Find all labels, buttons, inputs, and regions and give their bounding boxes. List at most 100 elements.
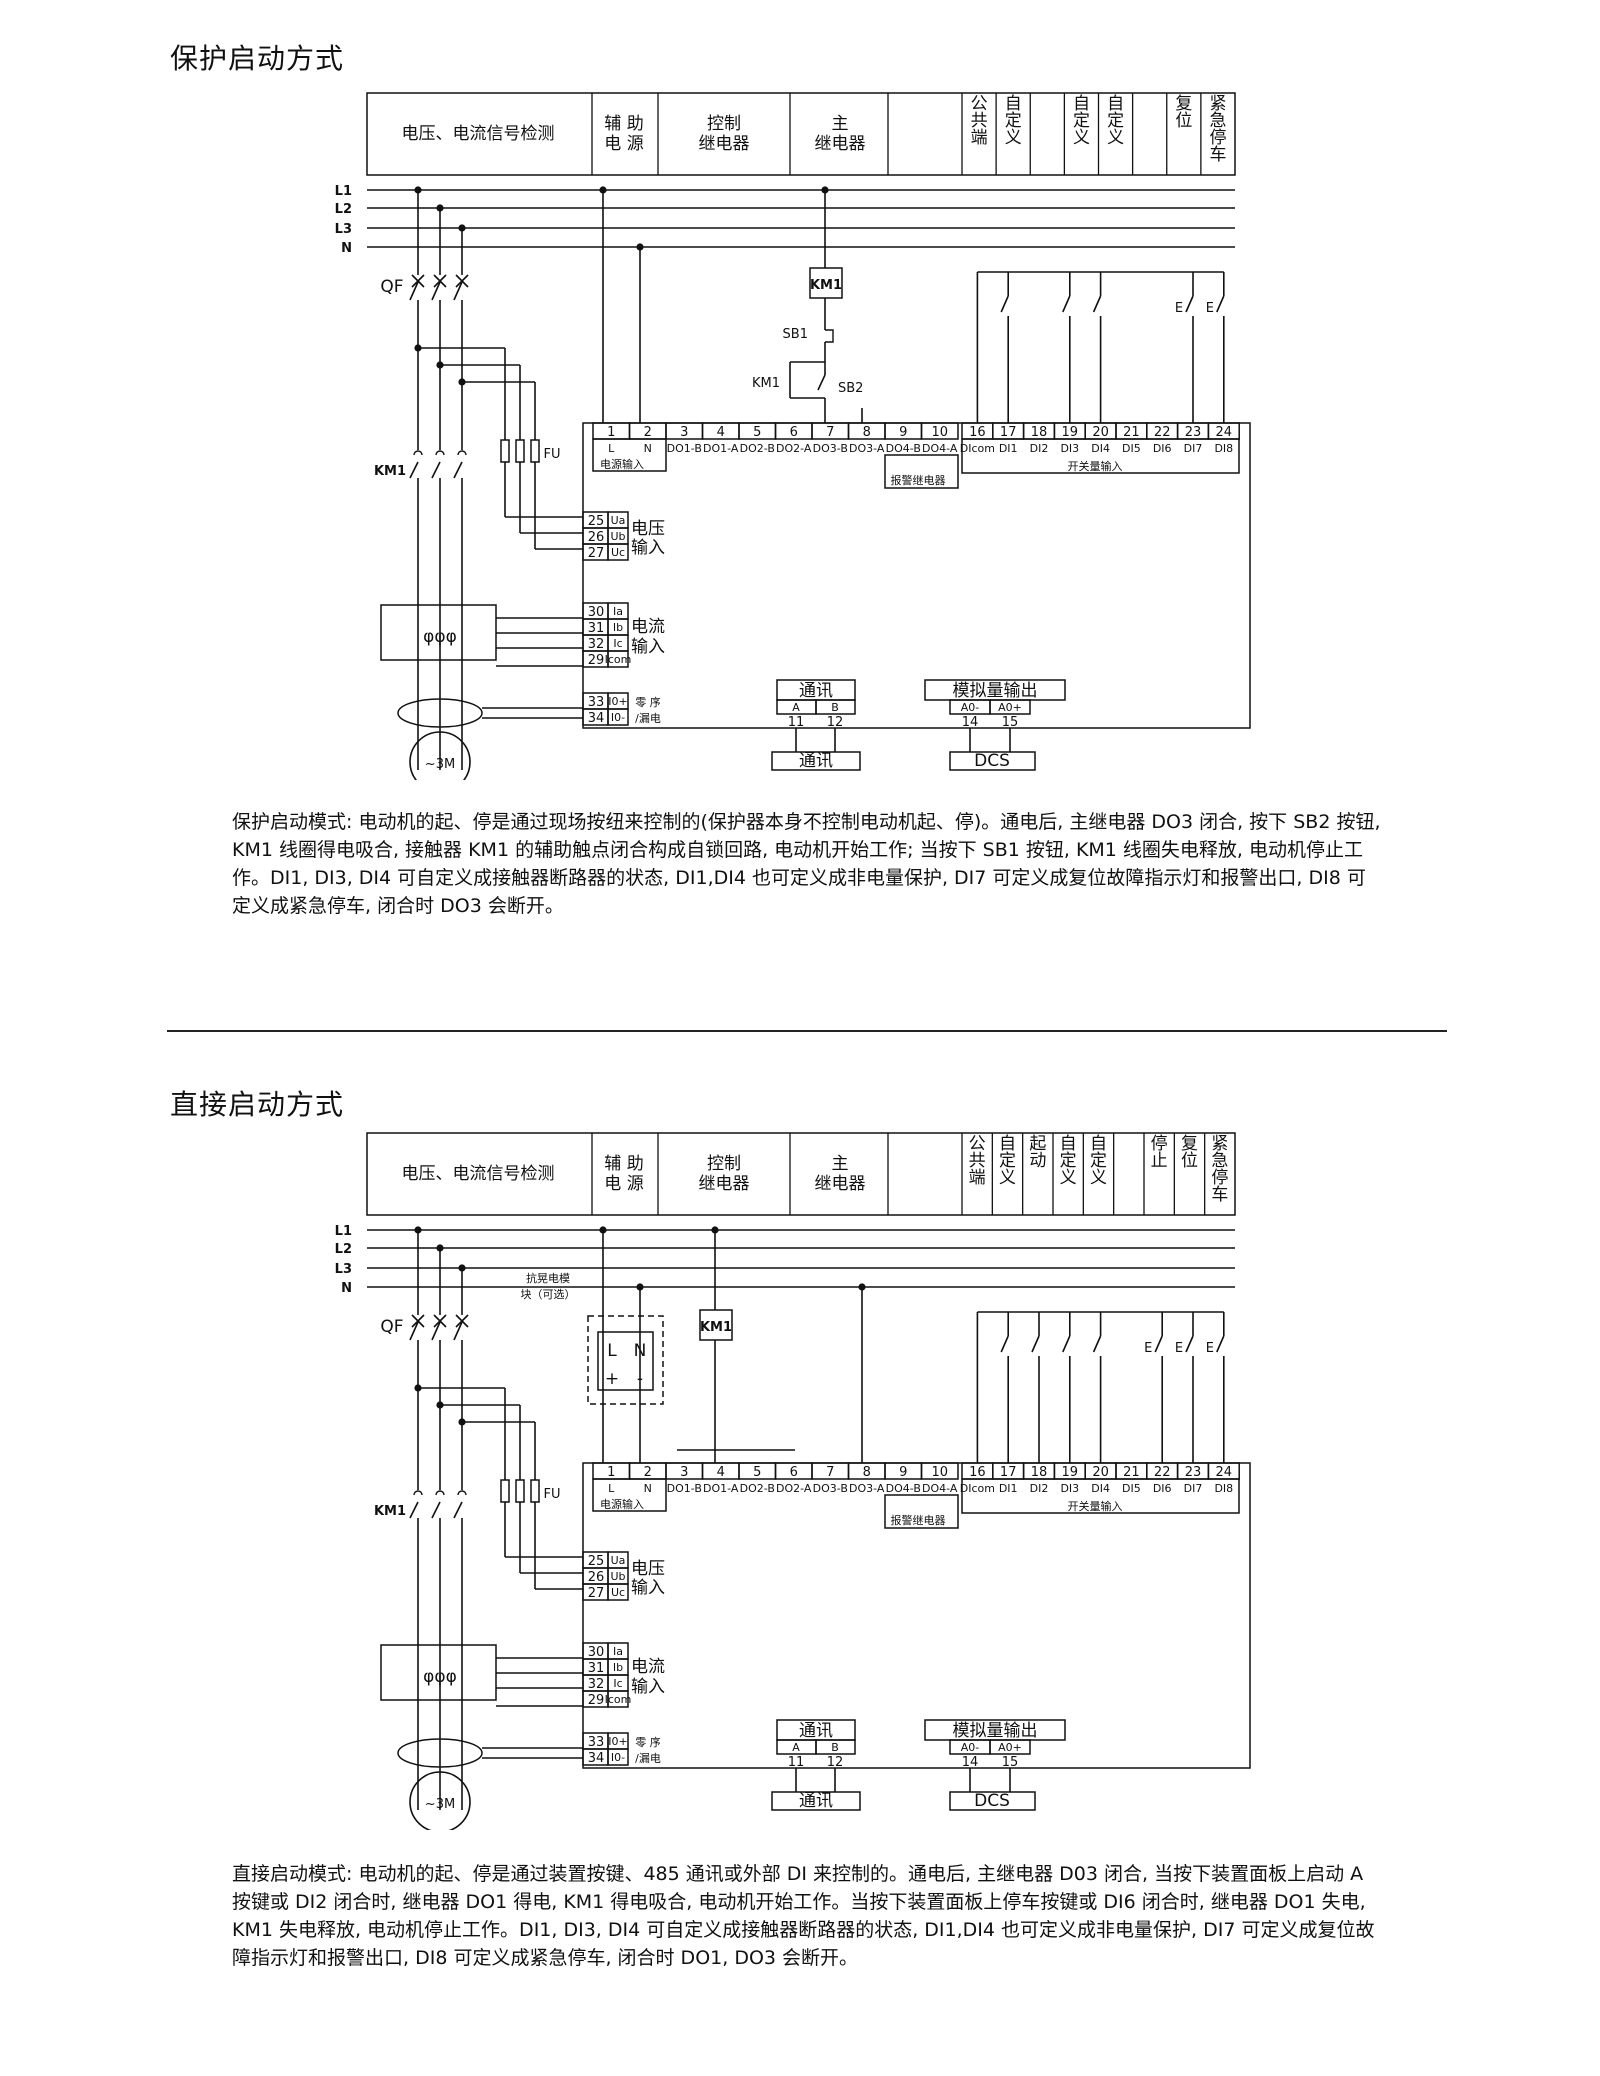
header-detect: 电压、电流信号检测 bbox=[402, 1164, 555, 1184]
volt-num: 25 bbox=[588, 514, 605, 529]
vertical-char: 共 bbox=[971, 111, 988, 131]
terminal-10: 10 bbox=[931, 1465, 948, 1480]
terminal-17: 17 bbox=[1000, 1465, 1017, 1480]
curr-num: 32 bbox=[588, 1677, 605, 1692]
header-di-col: 公共端 bbox=[969, 1134, 986, 1188]
zero-subtext: I0+ bbox=[608, 695, 627, 708]
vertical-char: 义 bbox=[1073, 128, 1090, 148]
analog-pos bbox=[989, 699, 1031, 715]
vertical-char: 自 bbox=[999, 1134, 1016, 1154]
header-main-relay: 继电器 bbox=[815, 134, 866, 154]
volt-subtext: Ua bbox=[611, 1554, 626, 1567]
dcs-label: DCS bbox=[974, 1791, 1010, 1811]
zero-subtext: I0- bbox=[611, 1751, 625, 1764]
curr-in-label: 电流 bbox=[631, 617, 665, 637]
terminal-8: 8 bbox=[863, 425, 871, 440]
terminal-4: 4 bbox=[717, 425, 725, 440]
volt-subtext: Ub bbox=[610, 1570, 625, 1583]
header-ctrl-relay: 继电器 bbox=[699, 1174, 750, 1194]
section-divider bbox=[167, 1030, 1447, 1032]
di-switch-blade bbox=[1092, 295, 1102, 313]
km1-contact-arc bbox=[457, 450, 467, 456]
volt-subtext: Uc bbox=[611, 546, 625, 559]
bus-label-L3: L3 bbox=[335, 1262, 352, 1277]
vertical-char: 止 bbox=[1151, 1151, 1168, 1171]
terminal-sub: DO3-A bbox=[849, 1482, 885, 1495]
qf-blade bbox=[431, 1321, 441, 1341]
terminal-sub: DO2-B bbox=[740, 442, 775, 455]
terminal-sub: DI6 bbox=[1153, 442, 1172, 455]
header-di-col: 停止 bbox=[1151, 1134, 1168, 1171]
terminal-1: 1 bbox=[607, 425, 615, 440]
km1-aux-label: KM1 bbox=[752, 376, 780, 391]
comm-out-label: 通讯 bbox=[799, 751, 833, 771]
volt-in-label: 输入 bbox=[631, 538, 665, 558]
terminal-5: 5 bbox=[753, 1465, 761, 1480]
qf-blade bbox=[409, 281, 419, 301]
terminal-sub: DI2 bbox=[1030, 442, 1049, 455]
qf-label: QF bbox=[380, 1317, 403, 1337]
terminal-7: 7 bbox=[826, 425, 834, 440]
header-ctrl-relay: 控制 bbox=[707, 1154, 741, 1174]
comm-out-label: 通讯 bbox=[799, 1791, 833, 1811]
qf-cross bbox=[455, 1314, 469, 1328]
terminal-19: 19 bbox=[1062, 1465, 1079, 1480]
zero-in-label: 零 序 bbox=[635, 695, 661, 709]
volt-in-label: 输入 bbox=[631, 1578, 665, 1598]
terminal-10: 10 bbox=[931, 425, 948, 440]
volt-subtext: Uc bbox=[611, 1586, 625, 1599]
terminal-sub: N bbox=[644, 1482, 652, 1495]
terminal-sub: L bbox=[608, 1482, 615, 1495]
motor-circle bbox=[409, 1771, 471, 1830]
terminal-sub: DO4-A bbox=[922, 442, 958, 455]
vertical-char: 公 bbox=[969, 1134, 986, 1154]
bus-label-L1: L1 bbox=[335, 1224, 352, 1239]
terminal-sub: DI7 bbox=[1184, 442, 1203, 455]
header-aux-power: 电 源 bbox=[604, 1174, 643, 1194]
vertical-char: 自 bbox=[1090, 1134, 1107, 1154]
zero-subtext: I0- bbox=[611, 711, 625, 724]
qf-cross bbox=[411, 274, 425, 288]
km1-blade bbox=[431, 1501, 441, 1519]
pushbutton-tag: E bbox=[1175, 301, 1183, 316]
curr-num: 29 bbox=[588, 653, 605, 668]
vertical-char: 共 bbox=[969, 1151, 986, 1171]
vertical-char: 自 bbox=[1073, 94, 1090, 114]
curr-subtext: Ib bbox=[613, 1661, 623, 1674]
sb2-label: SB2 bbox=[838, 381, 863, 396]
pushbutton-tag: E bbox=[1175, 1341, 1183, 1356]
terminal-sub: DI2 bbox=[1030, 1482, 1049, 1495]
section-heading-protect: 保护启动方式 bbox=[170, 42, 345, 76]
analog-pos bbox=[989, 1739, 1031, 1755]
pushbutton-tag: E bbox=[1206, 301, 1214, 316]
terminal-22: 22 bbox=[1154, 425, 1171, 440]
vertical-char: 停 bbox=[1151, 1134, 1168, 1154]
vertical-char: 自 bbox=[1005, 94, 1022, 114]
module-L: L bbox=[607, 1341, 617, 1361]
pushbutton-tag: E bbox=[1206, 1341, 1214, 1356]
analog-label: 模拟量输出 bbox=[953, 1721, 1038, 1741]
vertical-char: 义 bbox=[1005, 128, 1022, 148]
fuse bbox=[515, 1479, 525, 1503]
km1-blade bbox=[409, 461, 419, 479]
terminal-sub: DO4-B bbox=[886, 442, 921, 455]
fuse bbox=[530, 1479, 540, 1503]
analog-term-15: 15 bbox=[1002, 1755, 1019, 1770]
sb2-blade bbox=[817, 374, 826, 391]
curr-num: 29 bbox=[588, 1693, 605, 1708]
wiring-diagram-protect: 电压、电流信号检测辅 助电 源控制继电器主继电器公共端自定义自定义自定义复位紧急… bbox=[335, 92, 1251, 780]
qf-cross bbox=[433, 1314, 447, 1328]
terminal-3: 3 bbox=[680, 1465, 688, 1480]
volt-num: 27 bbox=[588, 1586, 605, 1601]
volt-num: 26 bbox=[588, 530, 605, 545]
header-di-col: 自定义 bbox=[1073, 94, 1090, 148]
comm-b-label: B bbox=[831, 1741, 839, 1754]
terminal-1: 1 bbox=[607, 1465, 615, 1480]
di-switch-blade bbox=[1092, 1335, 1102, 1353]
qf-blade bbox=[431, 281, 441, 301]
terminal-21: 21 bbox=[1123, 1465, 1140, 1480]
analog-label: 模拟量输出 bbox=[953, 681, 1038, 701]
comm-term-11: 11 bbox=[788, 715, 805, 730]
switch-in-group bbox=[961, 1478, 1240, 1514]
curr-subtext: Icom bbox=[605, 1693, 632, 1706]
